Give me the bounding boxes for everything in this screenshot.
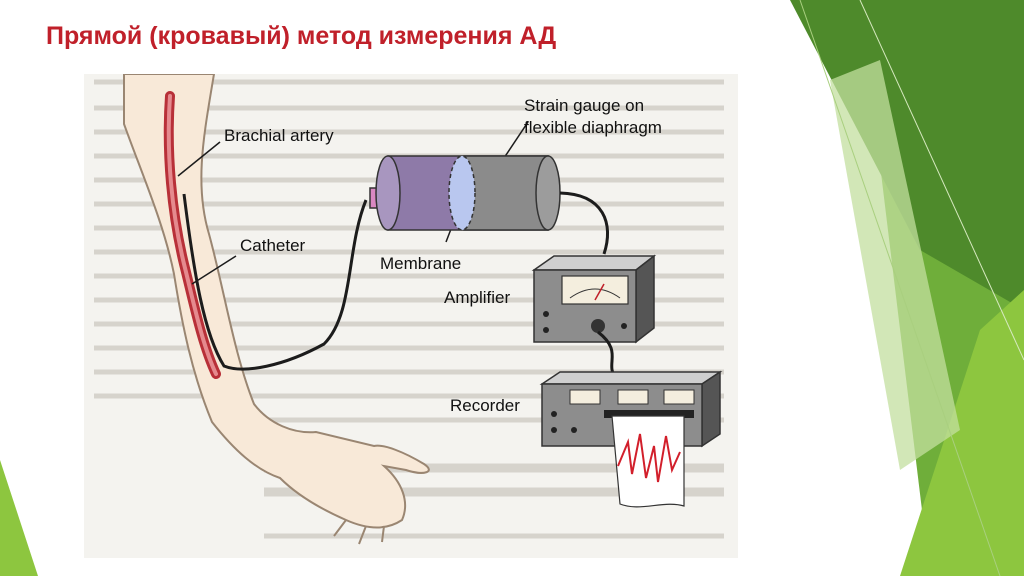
label-strain-gauge-line2: flexible diaphragm [524, 118, 662, 137]
label-strain-gauge-line1: Strain gauge on [524, 96, 645, 115]
label-brachial-artery: Brachial artery [224, 126, 334, 145]
finger-lines [333, 519, 385, 545]
catheter [182, 193, 368, 371]
green-line-2 [859, 0, 1024, 361]
label-recorder: Recorder [450, 396, 520, 415]
label-amplifier: Amplifier [444, 288, 511, 307]
cable-transducer-amplifier [559, 191, 609, 255]
transducer [369, 155, 561, 231]
green-shape-left [0, 460, 38, 576]
label-membrane: Membrane [380, 254, 462, 273]
green-line-1 [799, 0, 1001, 576]
green-shape-bottom [900, 290, 1024, 576]
label-catheter: Catheter [240, 236, 306, 255]
amplifier-device [531, 254, 657, 344]
paper-trace [611, 415, 685, 508]
arm [123, 74, 430, 529]
slide-title: Прямой (кровавый) метод измерения АД [46, 22, 557, 50]
measurement-diagram: Brachial artery Catheter Membrane Strain… [84, 74, 738, 558]
